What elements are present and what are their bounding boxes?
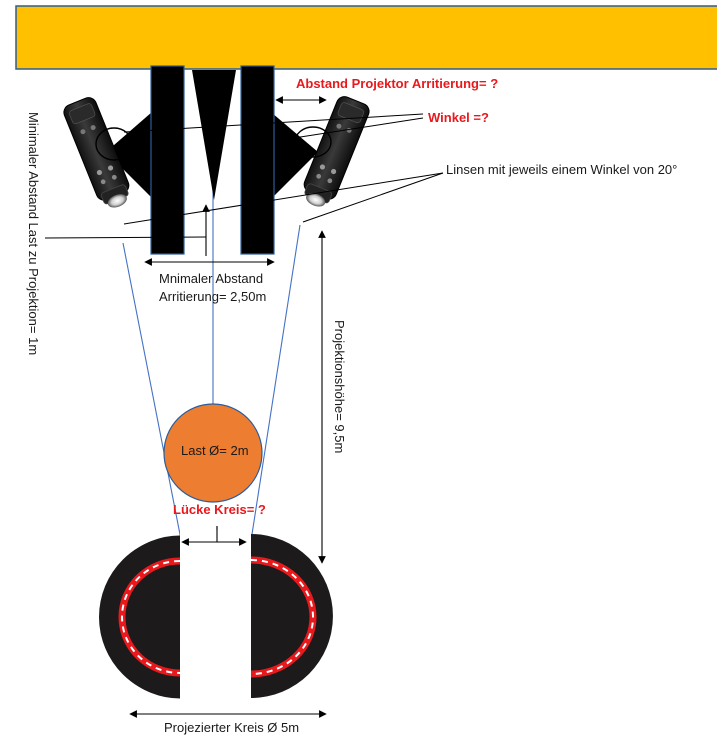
projector-icon bbox=[303, 96, 370, 207]
label-winkel: Winkel =? bbox=[428, 110, 489, 125]
left-truss bbox=[150, 65, 185, 255]
label-luecke-kreis: Lücke Kreis= ? bbox=[173, 502, 266, 517]
right-truss-arm bbox=[272, 113, 318, 198]
label-mnimaler-abstand-1: Mnimaler Abstand bbox=[159, 271, 263, 286]
central-wedge bbox=[192, 70, 236, 200]
projector-left bbox=[63, 97, 133, 208]
label-projezierter-kreis: Projezierter Kreis Ø 5m bbox=[164, 720, 299, 735]
circle-gap bbox=[180, 530, 251, 702]
projected-circle-left bbox=[99, 535, 181, 699]
annotation-lines bbox=[44, 113, 444, 239]
right-truss bbox=[240, 65, 275, 255]
label-mnimaler-abstand-2: Arritierung= 2,50m bbox=[159, 289, 266, 304]
label-last: Last Ø= 2m bbox=[181, 443, 249, 458]
projector-right bbox=[294, 96, 370, 207]
projected-circle-right bbox=[250, 534, 333, 698]
left-truss-arm bbox=[106, 112, 152, 198]
load-circle bbox=[163, 403, 263, 503]
label-linsen: Linsen mit jeweils einem Winkel von 20° bbox=[446, 162, 677, 177]
label-minimaler-abstand-last: Minimaler Abstand Last zu Projektion= 1m bbox=[26, 112, 41, 355]
ceiling-bar bbox=[15, 5, 717, 70]
label-abstand-projektor: Abstand Projektor Arritierung= ? bbox=[296, 76, 498, 91]
label-projektionshoehe: Projektionshöhe= 9,5m bbox=[332, 320, 347, 453]
